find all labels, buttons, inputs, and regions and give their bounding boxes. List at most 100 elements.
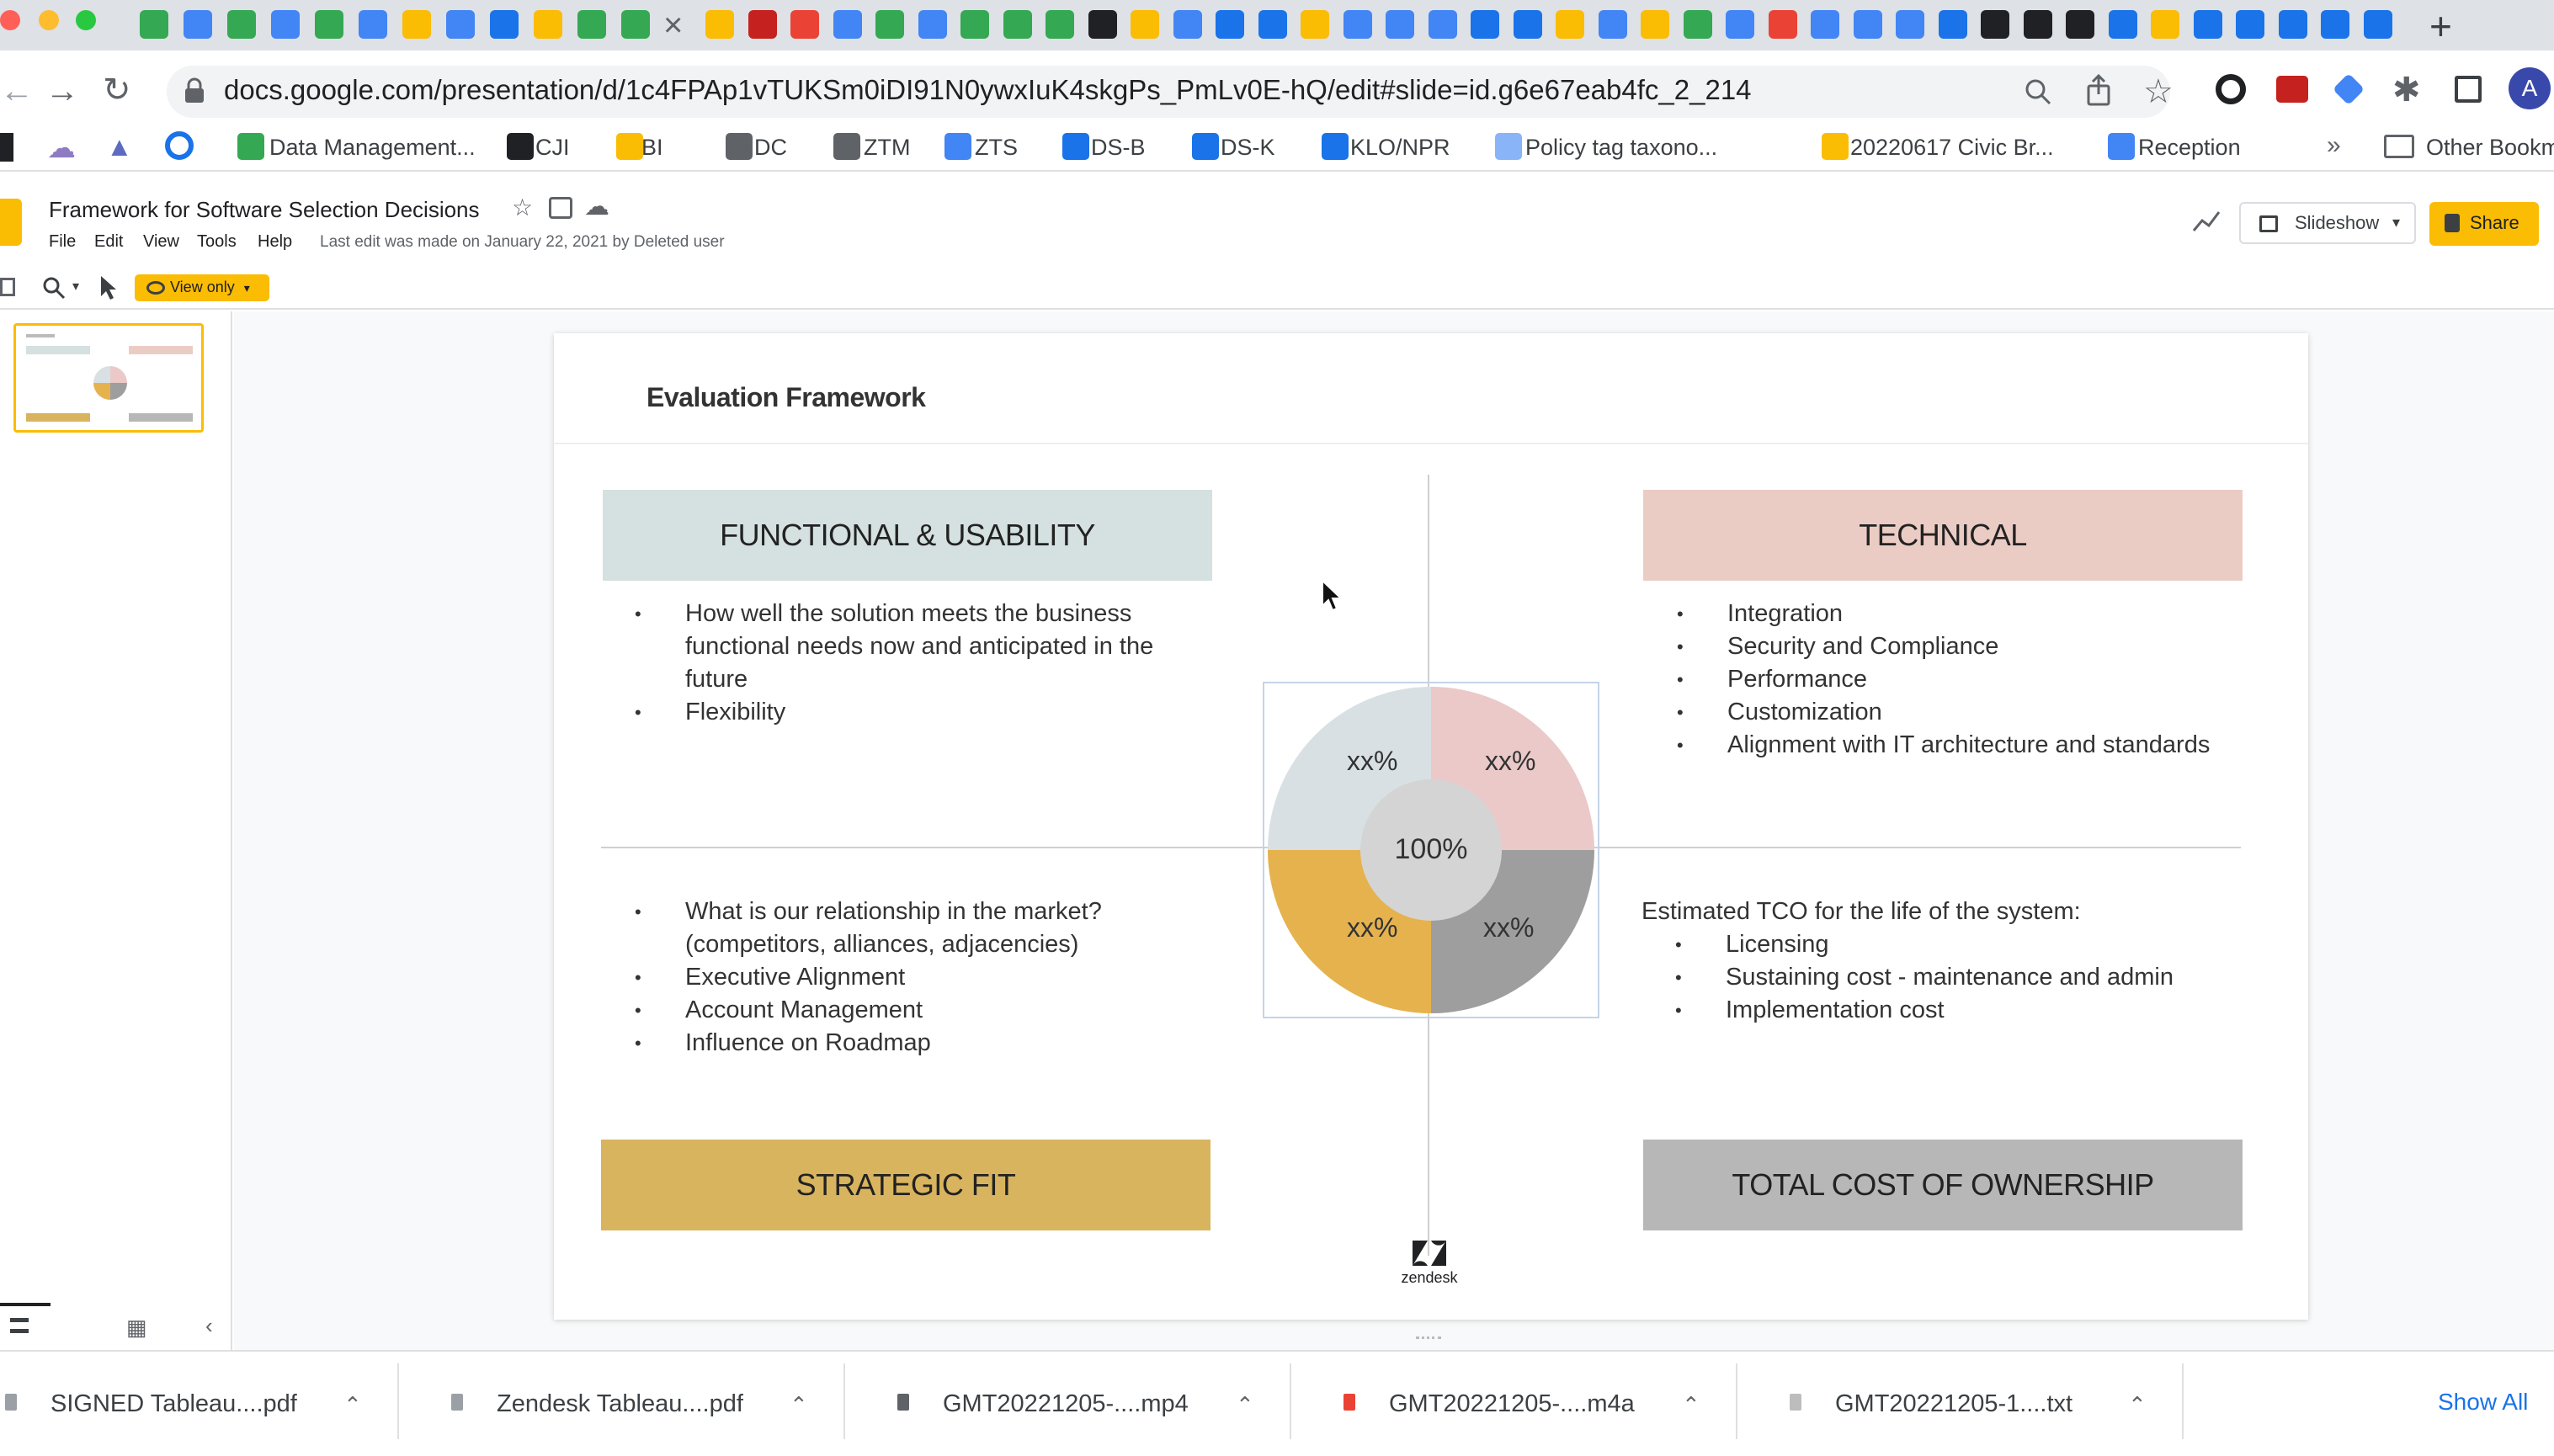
grid-view-icon[interactable]: ▦ bbox=[126, 1315, 147, 1340]
bookmark-item[interactable]: BI bbox=[641, 135, 663, 160]
browser-tab-favicon[interactable] bbox=[577, 10, 606, 39]
browser-tab-favicon[interactable] bbox=[490, 10, 519, 39]
browser-tab-favicon[interactable] bbox=[2066, 10, 2094, 39]
browser-tab-favicon[interactable] bbox=[1131, 10, 1159, 39]
browser-tab-favicon[interactable] bbox=[184, 10, 212, 39]
bookmark-star-icon[interactable]: ☆ bbox=[2143, 73, 2174, 110]
collapse-panel-icon[interactable]: ‹ bbox=[205, 1313, 213, 1338]
menu-help[interactable]: Help bbox=[258, 232, 293, 251]
browser-tab-favicon[interactable] bbox=[446, 10, 475, 39]
print-icon[interactable] bbox=[0, 278, 15, 296]
bookmark-icon[interactable] bbox=[0, 133, 13, 162]
download-menu-chevron-icon[interactable]: ⌃ bbox=[343, 1392, 362, 1417]
menu-edit[interactable]: Edit bbox=[94, 232, 124, 251]
download-item[interactable]: Zendesk Tableau....pdf bbox=[497, 1390, 743, 1417]
browser-tab-favicon[interactable] bbox=[2108, 10, 2137, 39]
show-all-button[interactable]: Show All bbox=[2413, 1370, 2539, 1429]
browser-tab-favicon[interactable] bbox=[1173, 10, 1202, 39]
bookmark-item[interactable]: ZTS bbox=[975, 135, 1018, 160]
download-item[interactable]: GMT20221205-....mp4 bbox=[943, 1390, 1189, 1417]
bookmarks-overflow-icon[interactable]: » bbox=[2327, 131, 2341, 159]
slideshow-button[interactable]: Slideshow ▾ bbox=[2239, 202, 2416, 244]
bookmark-item[interactable]: KLO/NPR bbox=[1350, 135, 1450, 160]
bookmark-favicon-icon[interactable] bbox=[2108, 133, 2135, 160]
view-only-button[interactable]: View only ▾ bbox=[135, 274, 269, 301]
other-bookmarks[interactable]: Other Bookm bbox=[2426, 135, 2554, 160]
bookmark-item[interactable]: Reception bbox=[2138, 135, 2241, 160]
browser-tab-favicon[interactable] bbox=[1258, 10, 1287, 39]
browser-tab-favicon[interactable] bbox=[2363, 10, 2392, 39]
cloud-status-icon[interactable]: ☁ bbox=[584, 193, 609, 221]
resize-handle[interactable] bbox=[1416, 1336, 1441, 1340]
browser-tab-favicon[interactable] bbox=[1301, 10, 1329, 39]
browser-tab-favicon[interactable] bbox=[1811, 10, 1839, 39]
slide-thumbnail-1[interactable] bbox=[13, 323, 204, 433]
url-text[interactable]: docs.google.com/presentation/d/1c4FPAp1v… bbox=[224, 74, 1752, 105]
document-title[interactable]: Framework for Software Selection Decisio… bbox=[49, 197, 480, 222]
extension-red-icon[interactable] bbox=[2276, 76, 2308, 103]
download-menu-chevron-icon[interactable]: ⌃ bbox=[1236, 1392, 1254, 1417]
browser-tab-favicon[interactable] bbox=[748, 10, 777, 39]
download-item[interactable]: GMT20221205-....m4a bbox=[1389, 1390, 1635, 1417]
browser-tab-favicon[interactable] bbox=[1683, 10, 1712, 39]
bookmark-favicon-icon[interactable] bbox=[944, 133, 971, 160]
browser-tab-favicon[interactable] bbox=[271, 10, 300, 39]
browser-tab-favicon[interactable] bbox=[2278, 10, 2307, 39]
zoom-window-button[interactable] bbox=[76, 10, 96, 30]
browser-tab-favicon[interactable] bbox=[1938, 10, 1967, 39]
forward-arrow-icon[interactable]: → bbox=[45, 72, 79, 109]
new-tab-button[interactable]: + bbox=[2429, 4, 2452, 48]
browser-tab-favicon[interactable] bbox=[2023, 10, 2052, 39]
browser-tab-favicon[interactable] bbox=[1853, 10, 1882, 39]
cloud-icon[interactable]: ☁ bbox=[47, 132, 76, 164]
close-window-button[interactable] bbox=[0, 10, 20, 30]
minimize-window-button[interactable] bbox=[39, 10, 59, 30]
browser-tab-favicon[interactable] bbox=[1726, 10, 1754, 39]
browser-tab-favicon[interactable] bbox=[833, 10, 862, 39]
download-item[interactable]: SIGNED Tableau....pdf bbox=[51, 1390, 297, 1417]
star-icon[interactable]: ☆ bbox=[512, 194, 534, 221]
bookmark-item[interactable]: DS-B bbox=[1091, 135, 1146, 160]
move-to-folder-icon[interactable] bbox=[549, 197, 572, 219]
bookmark-favicon-icon[interactable] bbox=[1322, 133, 1349, 160]
browser-tab-favicon[interactable] bbox=[1386, 10, 1414, 39]
bookmark-item[interactable]: DC bbox=[754, 135, 787, 160]
browser-tab-favicon[interactable] bbox=[960, 10, 989, 39]
browser-tab-favicon[interactable] bbox=[1088, 10, 1117, 39]
tab-close-icon[interactable]: × bbox=[663, 7, 684, 44]
browser-tab-favicon[interactable] bbox=[1598, 10, 1627, 39]
list-view-icon[interactable] bbox=[10, 1318, 29, 1333]
browser-tab-favicon[interactable] bbox=[1768, 10, 1797, 39]
share-page-icon[interactable] bbox=[2084, 74, 2113, 106]
browser-tab-favicon[interactable] bbox=[1513, 10, 1542, 39]
browser-tab-favicon[interactable] bbox=[534, 10, 562, 39]
bookmark-favicon-icon[interactable] bbox=[507, 133, 534, 160]
bookmark-favicon-icon[interactable] bbox=[616, 133, 643, 160]
browser-tab-favicon[interactable] bbox=[1003, 10, 1032, 39]
bookmark-favicon-icon[interactable] bbox=[1062, 133, 1089, 160]
browser-tab-favicon[interactable] bbox=[1896, 10, 1924, 39]
bookmark-favicon-icon[interactable] bbox=[1495, 133, 1522, 160]
graduation-cap-icon[interactable]: ▲ bbox=[106, 131, 133, 162]
browser-tab-favicon[interactable] bbox=[621, 10, 650, 39]
menu-view[interactable]: View bbox=[143, 232, 179, 251]
browser-tab-favicon[interactable] bbox=[359, 10, 387, 39]
slideshow-dropdown-icon[interactable]: ▾ bbox=[2392, 214, 2401, 231]
browser-tab-favicon[interactable] bbox=[1046, 10, 1074, 39]
menu-file[interactable]: File bbox=[49, 232, 77, 251]
menu-tools[interactable]: Tools bbox=[197, 232, 237, 251]
browser-tab-favicon[interactable] bbox=[1471, 10, 1499, 39]
browser-tab-favicon[interactable] bbox=[705, 10, 734, 39]
select-pointer-icon[interactable] bbox=[98, 274, 118, 301]
slides-logo-icon[interactable] bbox=[0, 199, 22, 246]
browser-tab-favicon[interactable] bbox=[918, 10, 947, 39]
bookmark-favicon-icon[interactable] bbox=[726, 133, 753, 160]
profile-avatar[interactable]: A bbox=[2509, 67, 2551, 109]
browser-tab-favicon[interactable] bbox=[402, 10, 431, 39]
download-menu-chevron-icon[interactable]: ⌃ bbox=[2128, 1392, 2147, 1417]
bookmark-item[interactable]: ZTM bbox=[864, 135, 911, 160]
bookmark-item[interactable]: 20220617 Civic Br... bbox=[1850, 135, 2054, 160]
browser-tab-favicon[interactable] bbox=[2193, 10, 2222, 39]
reload-icon[interactable]: ↻ bbox=[103, 72, 131, 109]
browser-tab-favicon[interactable] bbox=[315, 10, 343, 39]
